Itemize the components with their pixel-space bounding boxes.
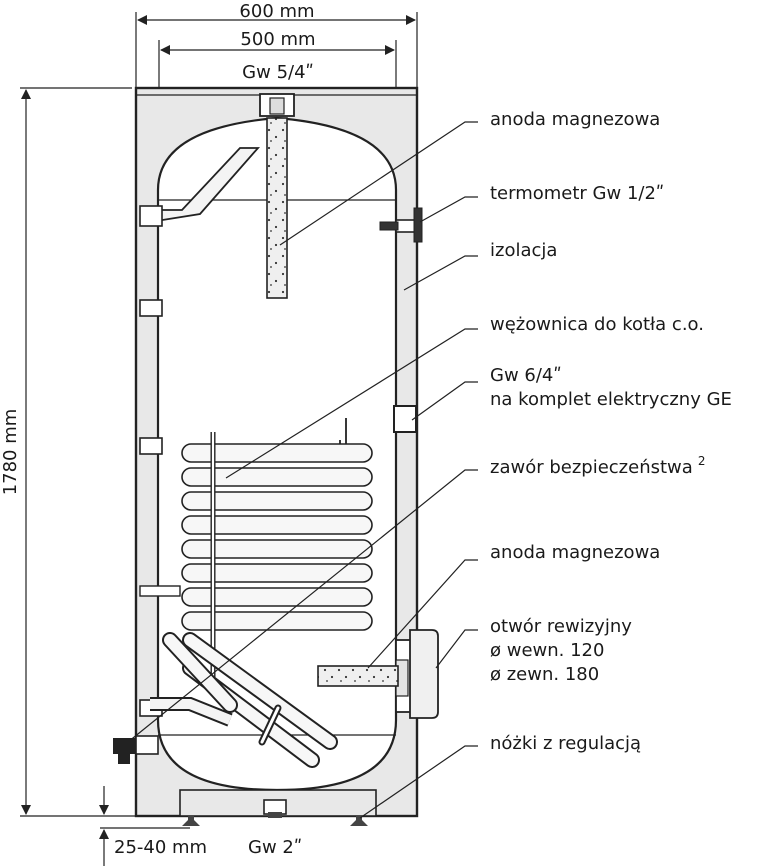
dim-height: 1780 mm (0, 409, 21, 496)
leader-lines (127, 121, 478, 819)
coil-turn (181, 467, 373, 487)
label-insulation: izolacja (490, 240, 557, 261)
label-anode-top: anoda magnezowa (490, 109, 660, 130)
hot-water-pipe (139, 147, 260, 227)
inspection-opening (395, 629, 439, 719)
label-coil: wężownica do kotła c.o. (490, 314, 704, 335)
safety-valve (113, 735, 159, 764)
label-anode-bottom: anoda magnezowa (490, 542, 660, 563)
label-feet: nóżki z regulacją (490, 733, 641, 754)
coil-turn (181, 443, 373, 463)
dim-outer-width: 600 mm (239, 1, 314, 22)
heating-coil (150, 418, 373, 768)
thermometer-socket (379, 207, 423, 243)
dim-bottom-connection: Gw 2ʺ (248, 837, 302, 858)
label-heater-port-line1: Gw 6/4ʺ (490, 365, 562, 386)
dim-inner-width: 500 mm (240, 29, 315, 50)
coil-turn (181, 563, 373, 583)
dim-feet-adjust: 25-40 mm (114, 837, 207, 858)
dim-top-connection: Gw 5/4ʺ (242, 62, 314, 83)
coil-turn (181, 515, 373, 535)
heater-port-socket (393, 405, 417, 433)
dimension-lines (20, 12, 418, 866)
coil-turn (181, 539, 373, 559)
label-inspection-line3: ø zewn. 180 (490, 664, 599, 685)
coil-turn (181, 491, 373, 511)
label-inspection-line2: ø wewn. 120 (490, 640, 604, 661)
label-thermometer: termometr Gw 1/2ʺ (490, 183, 664, 204)
label-safety-valve: zawór bezpieczeństwa 2 (490, 454, 705, 478)
anode-bottom-rod (317, 665, 399, 687)
label-safety-valve-footnote: 2 (698, 454, 706, 468)
label-heater-port-line2: na komplet elektryczny GE (490, 389, 732, 410)
label-safety-valve-text: zawór bezpieczeństwa (490, 457, 693, 478)
label-inspection-line1: otwór rewizyjny (490, 616, 632, 637)
coil-turn (181, 587, 373, 607)
feet (182, 799, 368, 826)
anode-top-rod (266, 117, 288, 299)
